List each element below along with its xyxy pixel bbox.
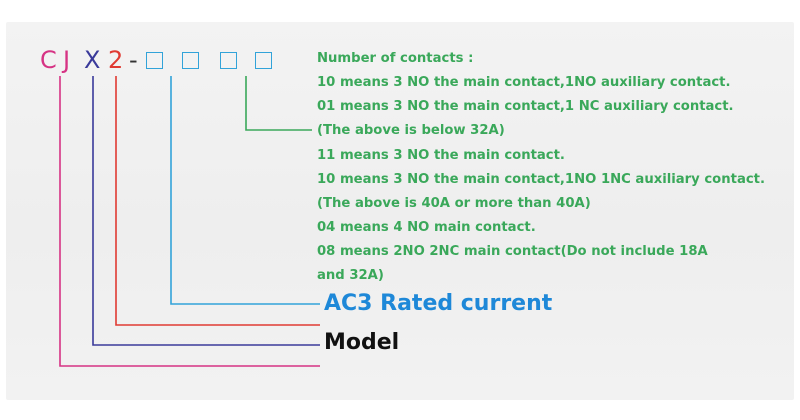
contacts-heading: Number of contacts : (317, 51, 474, 66)
code-box-contacts-1 (220, 52, 237, 69)
contacts-note: (The above is below 32A) (317, 123, 505, 138)
contacts-line: 10 means 3 NO the main contact,1NO auxil… (317, 75, 731, 90)
code-char-2: 2 (108, 46, 124, 74)
connector-digit (115, 76, 320, 326)
connector-model (92, 76, 320, 346)
contacts-line: 01 means 3 NO the main contact,1 NC auxi… (317, 99, 734, 114)
code-char-dash: - (129, 46, 138, 74)
code-char-j: J (63, 46, 71, 74)
connector-series (59, 76, 320, 367)
rated-current-label: AC3 Rated current (324, 291, 553, 316)
connector-rated-current (170, 76, 320, 305)
contacts-line: 08 means 2NO 2NC main contact(Do not inc… (317, 244, 708, 259)
model-label: Model (324, 330, 400, 355)
code-box-contacts-2 (255, 52, 272, 69)
code-char-x: X (84, 46, 101, 74)
diagram-panel (6, 22, 794, 400)
code-box-rated-2 (182, 52, 199, 69)
contacts-line: 10 means 3 NO the main contact,1NO 1NC a… (317, 172, 765, 187)
contacts-note: (The above is 40A or more than 40A) (317, 196, 591, 211)
contacts-line: and 32A) (317, 268, 384, 283)
contacts-line: 11 means 3 NO the main contact. (317, 148, 565, 163)
code-box-rated-1 (146, 52, 163, 69)
contacts-line: 04 means 4 NO main contact. (317, 220, 536, 235)
connector-contacts (245, 76, 312, 131)
code-char-c: C (40, 46, 57, 74)
